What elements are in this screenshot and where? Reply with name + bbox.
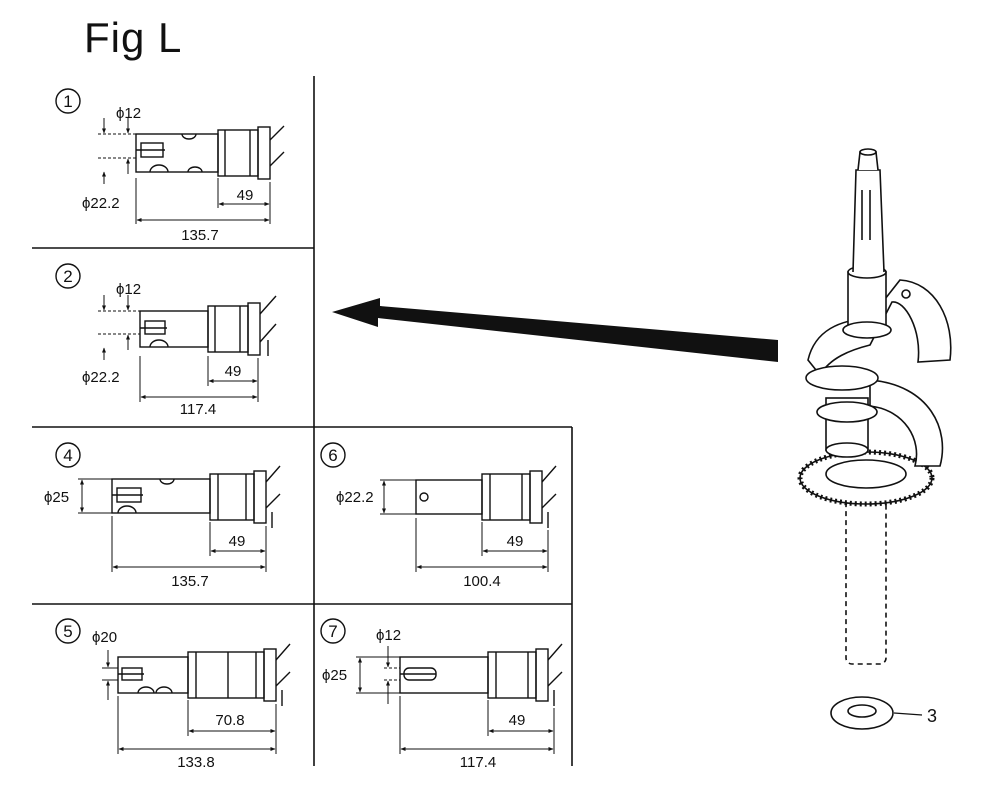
short-length-label: 49 [237, 187, 254, 204]
diameter-label: ϕ22.2 [336, 489, 374, 506]
part-number-label: 3 [927, 706, 937, 726]
shaft-drawing [399, 643, 563, 706]
shaft-drawing [111, 465, 281, 528]
panel-grid [32, 76, 573, 766]
dimension-lines [78, 478, 267, 572]
total-length-label: 135.7 [181, 227, 219, 244]
dimension-lines [356, 646, 555, 754]
panel-6: 6 ϕ22.2 49 100.4 [320, 442, 557, 590]
diameter-label: ϕ25 [44, 489, 69, 506]
panel-number: 2 [63, 267, 72, 286]
crankshaft-illustration [797, 148, 952, 730]
panel-5: 5 ϕ20 70.8 133.8 [55, 618, 291, 771]
diameter-large-label: ϕ22.2 [82, 369, 120, 386]
panel-number-circle [320, 618, 346, 644]
diameter-small-label: ϕ12 [116, 281, 141, 298]
panel-number-circle [55, 88, 81, 114]
panel-number: 1 [63, 92, 72, 111]
short-length-label: 70.8 [215, 712, 244, 729]
total-length-label: 117.4 [180, 401, 216, 418]
panel-number-circle [55, 263, 81, 289]
shaft-drawing [135, 125, 285, 180]
total-length-label: 133.8 [177, 754, 215, 771]
shaft-drawing [139, 295, 277, 356]
panel-4: 4 ϕ25 49 135.7 [44, 442, 281, 590]
total-length-label: 100.4 [463, 573, 501, 590]
dimension-lines [98, 118, 271, 224]
dimension-lines [102, 650, 277, 754]
panel-2: 2 ϕ12 ϕ22.2 49 117.4 [55, 263, 277, 418]
total-length-label: 135.7 [171, 573, 209, 590]
shaft-drawing [117, 643, 291, 706]
panel-1: 1 ϕ12 ϕ22.2 49 135.7 [55, 88, 285, 244]
panel-7: 7 ϕ12 ϕ25 49 117.4 [320, 618, 563, 771]
diameter-small-label: ϕ12 [116, 105, 141, 122]
short-length-label: 49 [225, 363, 242, 380]
diameter-large-label: ϕ22.2 [82, 195, 120, 212]
short-length-label: 49 [509, 712, 526, 729]
panel-number: 7 [328, 622, 337, 641]
short-length-label: 49 [507, 533, 524, 550]
total-length-label: 117.4 [460, 754, 496, 771]
figure-title: Fig L [84, 14, 183, 61]
panel-number: 5 [63, 622, 72, 641]
dimension-lines [98, 295, 259, 402]
panel-number-circle [55, 442, 81, 468]
dimension-lines [380, 479, 549, 572]
panel-number-circle [320, 442, 346, 468]
panel-number-circle [55, 618, 81, 644]
diameter-small-label: ϕ12 [376, 627, 401, 644]
panel-number: 6 [328, 446, 337, 465]
pointer-arrow [332, 298, 778, 362]
panel-number: 4 [63, 446, 72, 465]
diameter-label: ϕ20 [92, 629, 117, 646]
short-length-label: 49 [229, 533, 246, 550]
diameter-large-label: ϕ25 [322, 667, 347, 684]
shaft-drawing [415, 465, 557, 528]
